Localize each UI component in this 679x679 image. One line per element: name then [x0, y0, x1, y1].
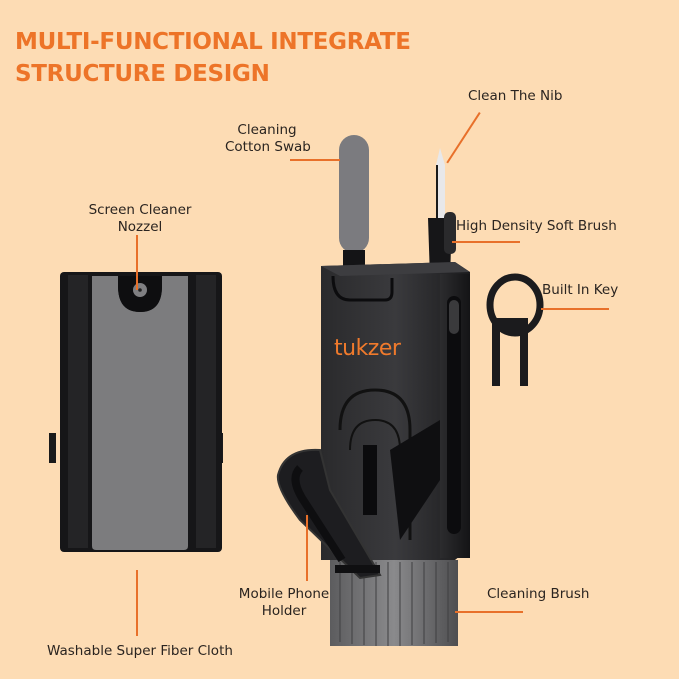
callout-cotton-swab-2: Cotton Swab: [225, 139, 311, 156]
leader-line-cleaning-brush: [455, 611, 523, 613]
phone-holder-line2: Holder: [261, 603, 307, 619]
built-in-key: [486, 273, 544, 386]
title-line-1: MULTI-FUNCTIONAL INTEGRATE: [15, 29, 411, 55]
main-cleaning-tool: [276, 135, 470, 646]
cotton-swab-line2: Cotton Swab: [225, 139, 311, 155]
leader-line-phone-holder: [306, 515, 308, 581]
callout-nib: Clean The Nib: [468, 88, 563, 104]
callout-soft-brush: High Density Soft Brush: [456, 218, 617, 234]
leader-line-fiber-cloth: [136, 570, 138, 636]
callout-cleaning-brush: Cleaning Brush: [487, 586, 590, 602]
cotton-swab-line1: Cleaning: [237, 122, 297, 138]
nozzle-line2: Nozzel: [117, 219, 163, 235]
title-line-2: STRUCTURE DESIGN: [15, 61, 270, 87]
callout-phone-holder: Mobile Phone Holder: [232, 586, 336, 620]
callout-key: Built In Key: [542, 282, 619, 298]
callout-cotton-swab: Cleaning: [236, 122, 298, 139]
leader-line-cotton-swab: [290, 159, 340, 161]
spray-cleaner-device: [49, 272, 223, 552]
leader-line-nozzle: [136, 235, 138, 290]
leader-line-soft-brush: [452, 241, 520, 243]
leader-line-key: [541, 308, 609, 310]
brand-logo: tukzer: [334, 336, 401, 361]
phone-holder-line1: Mobile Phone: [238, 586, 330, 602]
callout-nozzle: Screen Cleaner Nozzel: [80, 202, 200, 236]
callout-fiber-cloth: Washable Super Fiber Cloth: [47, 643, 233, 659]
page-title: MULTI-FUNCTIONAL INTEGRATE STRUCTURE DES…: [15, 26, 411, 90]
nozzle-line1: Screen Cleaner: [88, 202, 192, 218]
